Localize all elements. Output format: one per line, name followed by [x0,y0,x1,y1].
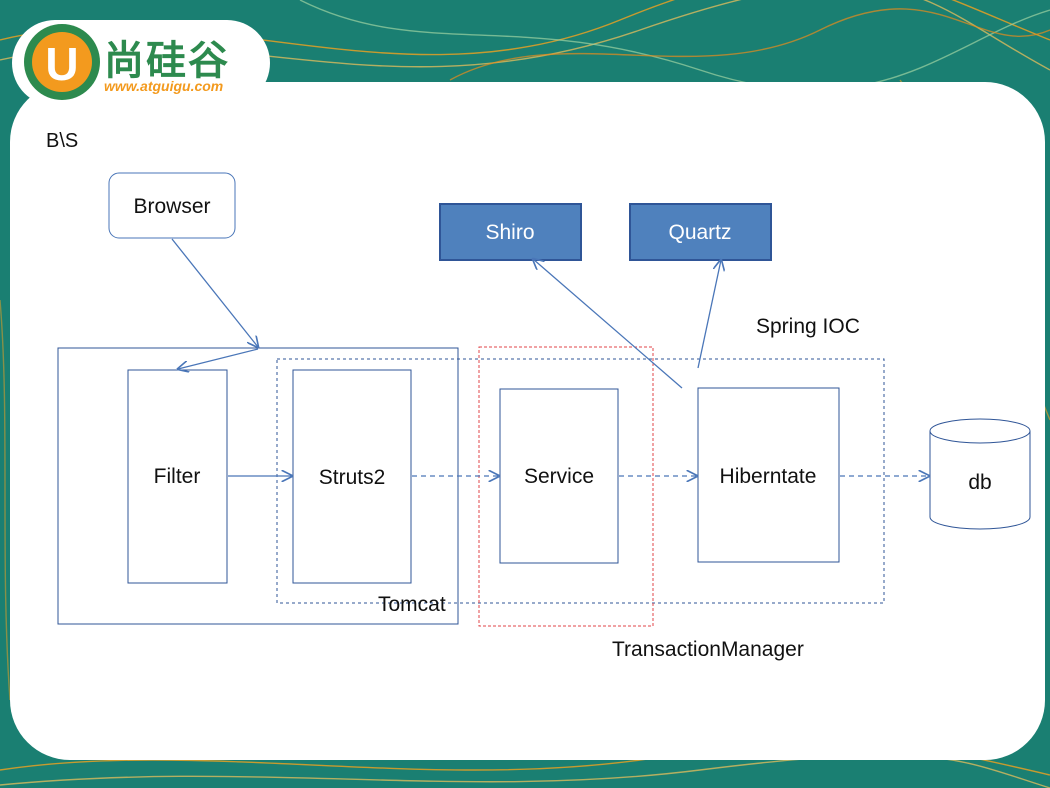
transaction-manager-container [478,346,654,627]
shiro-label: Shiro [485,221,534,244]
hibernate-label: Hiberntate [720,465,817,488]
arrow-to-quartz [697,260,721,369]
browser-label: Browser [133,195,210,218]
hibernate-node [697,387,840,563]
struts2-node [292,369,412,584]
shiro-node [439,203,582,261]
transaction-manager-label: TransactionManager [612,638,804,661]
logo-url: www.atguigu.com [104,78,223,94]
filter-label: Filter [154,465,201,488]
spring-ioc-label: Spring IOC [756,315,860,338]
arrow-to-shiro [533,259,683,389]
service-label: Service [524,465,594,488]
arrow-browser-to-tomcat [171,238,258,347]
spring-ioc-container [276,358,885,604]
quartz-node [629,203,772,261]
struts2-label: Struts2 [319,466,386,489]
atguigu-logo: U 尚硅谷 www.atguigu.com [24,24,230,100]
quartz-label: Quartz [668,221,731,244]
db-label: db [968,471,991,494]
slide-title: B\S [46,130,78,152]
browser-node [108,172,236,239]
connectors [171,238,929,476]
tomcat-label: Tomcat [378,593,446,616]
db-cylinder-icon [929,418,1031,530]
logo-brand-cn: 尚硅谷 [104,39,230,83]
logo-letter: U [45,38,78,90]
arrow-tomcat-to-filter [178,348,259,369]
